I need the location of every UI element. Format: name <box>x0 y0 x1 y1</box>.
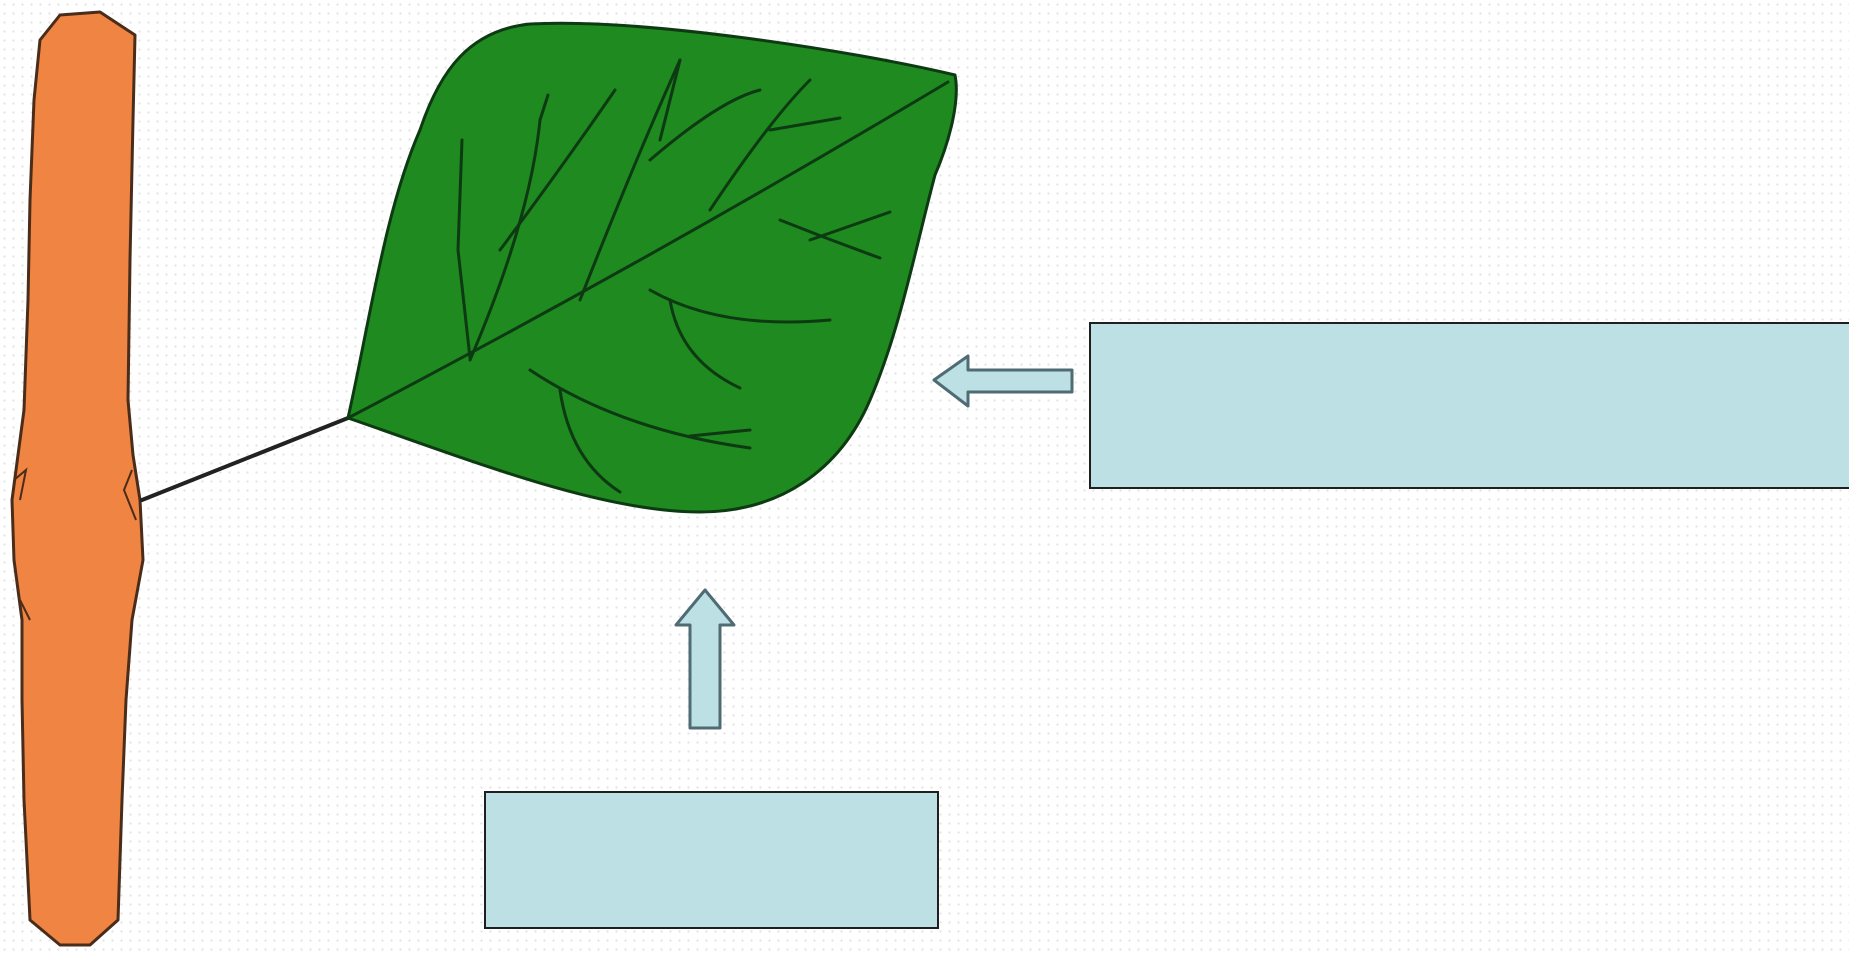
stem <box>10 10 145 947</box>
arrow-up-icon <box>674 588 736 730</box>
leaf <box>346 21 958 514</box>
arrow-left-icon <box>932 354 1074 408</box>
label-box-right[interactable] <box>1089 322 1849 489</box>
petiole <box>140 416 350 502</box>
leaf-veins <box>346 58 950 494</box>
label-box-bottom[interactable] <box>484 791 939 929</box>
